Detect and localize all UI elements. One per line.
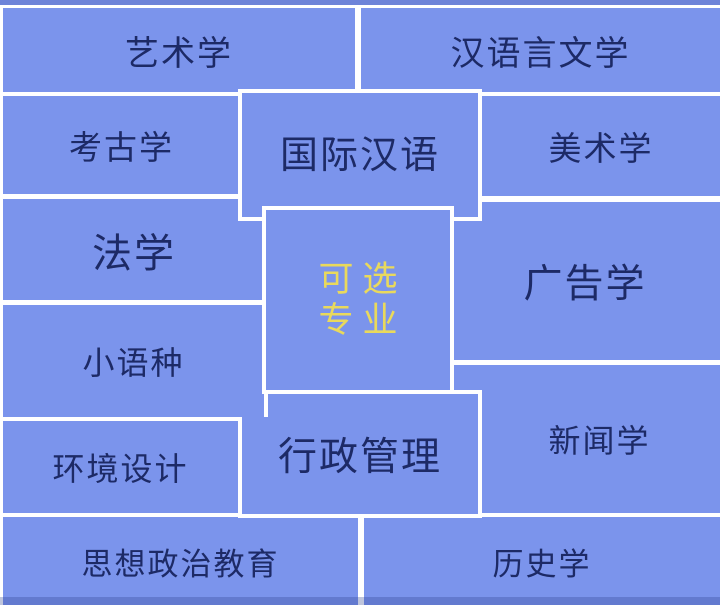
- center-topic-box: 可选 专业: [262, 206, 454, 394]
- major-box-law: 法学: [3, 199, 265, 300]
- major-box-history: 历史学: [364, 517, 720, 605]
- major-label-public-administration: 行政管理: [277, 436, 442, 479]
- major-box-archaeology: 考古学: [3, 96, 240, 194]
- major-box-environmental-design: 环境设计: [3, 421, 238, 513]
- major-box-public-administration: 行政管理: [238, 390, 482, 518]
- major-box-advertising: 广告学: [450, 202, 720, 360]
- major-label-archaeology: 考古学: [69, 129, 174, 166]
- major-box-international-chinese: 国际汉语: [238, 89, 482, 221]
- major-label-environmental-design: 环境设计: [52, 451, 189, 487]
- major-box-journalism: 新闻学: [454, 365, 720, 513]
- image-edge-strip-bottom: [0, 597, 720, 605]
- center-title-line1: 可选: [318, 260, 407, 299]
- major-label-international-chinese: 国际汉语: [279, 134, 440, 177]
- center-title-line2: 专业: [318, 301, 407, 340]
- major-label-minor-languages: 小语种: [82, 345, 185, 381]
- major-box-ideological-political-education: 思想政治教育: [3, 517, 358, 605]
- major-label-fine-arts: 美术学: [548, 130, 654, 167]
- major-box-minor-languages: 小语种: [3, 305, 268, 417]
- major-box-fine-arts: 美术学: [482, 96, 720, 196]
- major-box-art: 艺术学: [3, 8, 355, 92]
- major-label-ideological-political-education: 思想政治教育: [81, 546, 280, 582]
- major-label-art: 艺术学: [125, 34, 233, 73]
- major-label-advertising: 广告学: [523, 263, 647, 306]
- major-box-chinese-literature: 汉语言文学: [361, 8, 720, 92]
- major-label-history: 历史学: [492, 546, 592, 582]
- major-label-law: 法学: [92, 231, 176, 276]
- major-label-chinese-literature: 汉语言文学: [450, 34, 631, 73]
- center-topic-title: 可选 专业: [309, 259, 406, 341]
- image-edge-strip-top: [0, 0, 720, 5]
- major-label-journalism: 新闻学: [548, 423, 651, 459]
